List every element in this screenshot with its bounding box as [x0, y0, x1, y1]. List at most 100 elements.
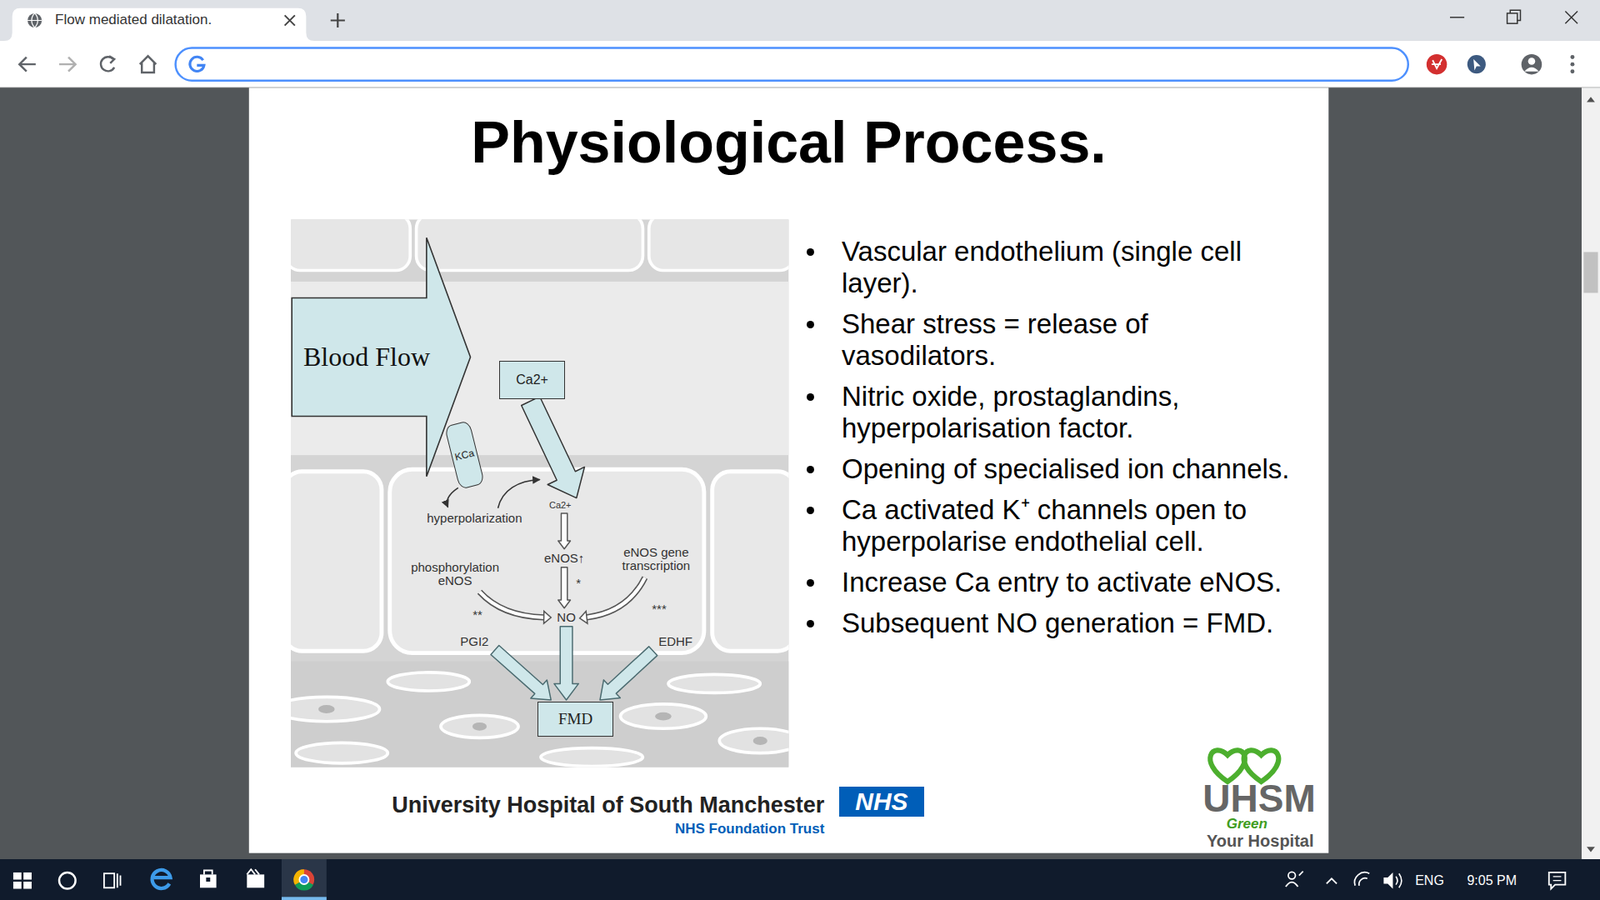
browser-chrome-part [19, 57, 36, 72]
taskbar-part [1285, 871, 1304, 887]
hyperpolarization-arrow [446, 487, 458, 507]
taskbar-part [152, 870, 171, 889]
ion-box: Ca2+ [499, 360, 566, 399]
bullet-dot [806, 506, 815, 515]
node-text: NHS [855, 787, 908, 815]
browser-chrome-part [59, 57, 76, 72]
endothelium-illustration [290, 219, 790, 768]
taskbar-part [1326, 878, 1337, 884]
bullet-item: Subsequent NO generation = FMD. [841, 607, 1299, 640]
taskbar-part [1383, 872, 1393, 890]
viewer-area-part [1583, 251, 1598, 293]
bullet-text: Opening of specialised ion channels. [841, 453, 1299, 485]
taskbar-part [200, 874, 217, 888]
taskbar-part [1288, 871, 1296, 880]
bullet-item: Shear stress = release of vasodilators. [841, 308, 1299, 372]
browser-chrome-part [1528, 57, 1536, 65]
browser-chrome-part [1570, 55, 1575, 60]
browser-chrome-part [4, 8, 315, 41]
taskbar-part [23, 881, 32, 890]
outcome-box: FMD [537, 701, 614, 737]
pathway-label: eNOS gene transcription [606, 545, 705, 573]
browser-chrome-part [1507, 13, 1518, 24]
tray-text: ENG [1415, 873, 1445, 888]
uhsm-hearts-part [1244, 750, 1280, 782]
taskbar-part [117, 873, 121, 888]
endothelium-illustration-part-part [620, 704, 706, 729]
bullet-dot [806, 465, 815, 474]
bullet-dot [806, 248, 815, 256]
ion-label: Ca2+ [549, 500, 572, 511]
endothelium-illustration-part-part [655, 712, 672, 721]
ion-channel: KCa [444, 420, 485, 490]
browser-chrome [0, 0, 1600, 88]
viewer-area-part [1581, 87, 1600, 860]
bullet-text: Ca activated K⁺ channels open to hyperpo… [841, 494, 1299, 558]
endothelium-illustration-part-part [387, 672, 470, 691]
browser-chrome-part [1467, 55, 1486, 74]
hollow-arrow [558, 513, 571, 550]
bullet-list: Vascular endothelium (single cell layer)… [841, 235, 1299, 649]
endothelium-illustration-part [416, 219, 644, 270]
asterisk-mark: * [575, 576, 581, 590]
bullet-item: Ca activated K⁺ channels open to hyperpo… [841, 494, 1299, 558]
browser-chrome-part [1524, 67, 1539, 72]
browser-chrome-part [140, 55, 157, 73]
bullet-item: Increase Ca entry to activate eNOS. [841, 566, 1299, 599]
node-text: Ca2+ [515, 372, 549, 388]
nhs-logo: NHS [839, 786, 925, 817]
endothelium-illustration-part-part [472, 722, 487, 731]
flow-arrow-shape [291, 237, 470, 477]
hollow-arrow [586, 577, 645, 618]
browser-chrome-part [1570, 69, 1575, 74]
endothelium-illustration-part-part [719, 728, 789, 753]
taskbar-part [59, 872, 76, 890]
taskbar [0, 859, 1600, 900]
taskbar-part [0, 859, 1600, 900]
browser-chrome-part [175, 48, 1409, 81]
taskbar-part [13, 872, 22, 880]
browser-chrome-part [27, 13, 42, 28]
hollow-arrow [480, 591, 545, 618]
trust-name: NHS Foundation Trust [675, 821, 825, 837]
browser-chrome-part [100, 56, 115, 71]
pathway-label: PGI2 [460, 635, 489, 649]
endothelium-illustration-part [712, 471, 790, 652]
browser-chrome-part [1450, 16, 1465, 18]
uhsm-hearts-part [1210, 750, 1245, 782]
endothelium-illustration-part-part [318, 705, 335, 714]
hollow-arrow [558, 567, 571, 609]
bullet-text: Vascular endothelium (single cell layer)… [841, 235, 1299, 300]
hollow-arrow [544, 610, 552, 624]
browser-chrome-part [0, 0, 1600, 41]
pathway-label: EDHF [658, 635, 693, 649]
browser-chrome-part [1473, 59, 1481, 70]
node-text: KCa [453, 447, 475, 463]
logo-text: Your Hospital [1206, 832, 1315, 851]
taskbar-part [13, 881, 22, 890]
viewer-area-part [1586, 96, 1595, 102]
taskbar-part [246, 869, 260, 875]
browser-chrome-part [0, 40, 1600, 88]
taskbar-part [246, 874, 265, 888]
browser-chrome-part [109, 55, 115, 64]
hollow-arrow [580, 610, 588, 624]
asterisk-mark: *** [651, 602, 667, 616]
bullet-text: Subsequent NO generation = FMD. [841, 607, 1299, 640]
hollow-arrow [480, 591, 545, 618]
logo-text: Green [1226, 816, 1268, 832]
viewer-area-part [1586, 846, 1595, 852]
endothelium-illustration-part-part [295, 742, 388, 763]
fmd-arrow [600, 646, 658, 700]
viewer-area [0, 87, 1600, 860]
node-text: FMD [558, 710, 593, 729]
browser-chrome-part [1565, 10, 1578, 24]
calcium-influx-arrow [521, 396, 585, 499]
slide-title: Physiological Process. [470, 110, 1107, 175]
pathway-label: eNOS↑ [544, 551, 585, 565]
viewer-area-part [0, 87, 1582, 860]
logo-text: UHSM [1202, 778, 1315, 820]
bullet-item: Nitric oxide, prostaglandins, hyperpolar… [841, 380, 1299, 445]
hospital-name: University Hospital of South Manchester [391, 793, 825, 818]
